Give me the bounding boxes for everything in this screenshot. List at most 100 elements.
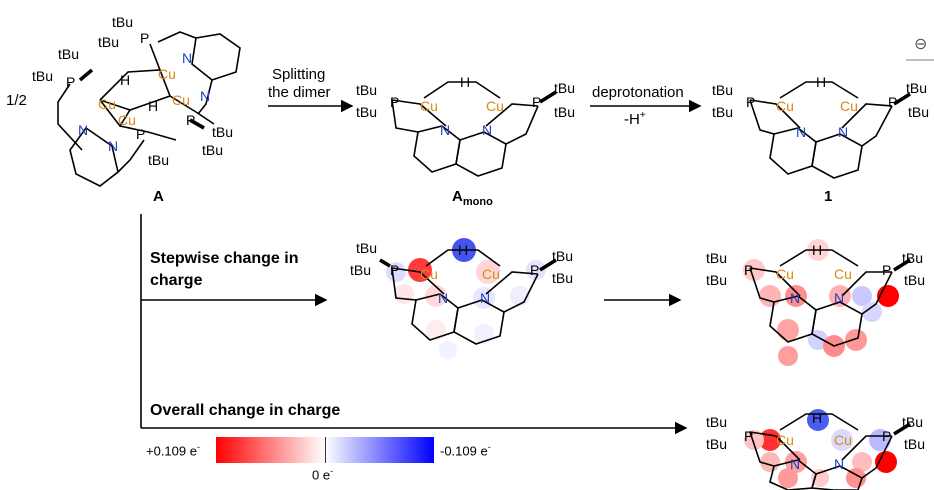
scale-zero-tick [325, 437, 326, 463]
atom-cu: Cu [420, 266, 438, 282]
atom-tbu: tBu [908, 104, 930, 120]
atom-p: P [888, 94, 898, 110]
atom-p: P [136, 126, 146, 142]
atom-p: P [882, 262, 892, 278]
atom-tbu: tBu [202, 142, 224, 158]
atom-h: H [816, 74, 827, 90]
atom-p: P [66, 74, 76, 90]
atom-p: P [744, 262, 754, 278]
atom-p: P [390, 262, 400, 278]
atom-tbu: tBu [350, 262, 372, 278]
atom-tbu: tBu [706, 436, 728, 452]
atom-tbu: tBu [706, 272, 728, 288]
atom-tbu: tBu [706, 250, 728, 266]
atom-p: P [530, 262, 540, 278]
atom-tbu: tBu [356, 82, 378, 98]
atom-h: H [460, 74, 471, 90]
scale-left-sup: - [196, 442, 200, 452]
scale-right-sup: - [487, 442, 491, 452]
atom-p: P [882, 428, 892, 444]
atom-h: H [812, 242, 823, 258]
atom-n: N [796, 124, 807, 140]
atom-h: H [458, 242, 469, 258]
atom-cu: Cu [776, 432, 794, 448]
atom-cu: Cu [486, 98, 504, 114]
deprotonation-label-line1: deprotonation [592, 84, 684, 101]
atom-cu: Cu [158, 66, 176, 82]
compound-Amono-sub: mono [462, 196, 493, 208]
atom-cu: Cu [834, 432, 852, 448]
atom-h: H [120, 72, 131, 88]
stepwise-charge-structure [379, 238, 557, 359]
stepwise-result-structure [743, 239, 911, 366]
atom-n: N [790, 456, 801, 472]
atom-tbu: tBu [906, 80, 928, 96]
scale-left-value: +0.109 e [146, 443, 197, 459]
atom-h: H [148, 98, 159, 114]
split-label-line2: the dimer [268, 84, 331, 101]
atom-p: P [140, 30, 150, 46]
atom-n: N [834, 290, 845, 306]
atom-tbu: tBu [212, 124, 234, 140]
atom-tbu: tBu [356, 240, 378, 256]
atom-n: N [440, 122, 451, 138]
atom-tbu: tBu [904, 436, 926, 452]
scale-zero-value: 0 e [312, 467, 331, 483]
atom-cu: Cu [776, 98, 794, 114]
atom-cu: Cu [98, 96, 116, 112]
atom-tbu: tBu [552, 270, 574, 286]
atom-cu: Cu [840, 98, 858, 114]
compound-A-label: A [153, 188, 164, 205]
compound-1-label: 1 [824, 188, 833, 205]
atom-tbu: tBu [706, 414, 728, 430]
deprotonation-minus-h: -H [624, 111, 640, 128]
compound-Amono-label: Amono [452, 188, 493, 208]
atom-cu: Cu [420, 98, 438, 114]
atom-n: N [480, 290, 491, 306]
atom-p: P [186, 112, 196, 128]
atom-n: N [200, 88, 211, 104]
atom-cu: Cu [482, 266, 500, 282]
atom-p: P [532, 94, 542, 110]
atom-tbu: tBu [902, 250, 924, 266]
atom-n: N [182, 50, 193, 66]
deprotonation-plus: + [639, 110, 646, 121]
scale-right-value: -0.109 e [440, 443, 488, 459]
atom-h: H [812, 410, 823, 426]
atom-tbu: tBu [902, 414, 924, 430]
monomer-structure-Amono [391, 81, 557, 177]
atom-p: P [390, 94, 400, 110]
atom-tbu: tBu [58, 46, 80, 62]
atom-cu: Cu [834, 266, 852, 282]
scale-zero-label: 0 e- [312, 466, 333, 482]
atom-n: N [834, 456, 845, 472]
overall-label: Overall change in charge [150, 402, 341, 419]
atom-cu: Cu [118, 112, 136, 128]
atom-n: N [790, 290, 801, 306]
atom-tbu: tBu [98, 34, 120, 50]
atom-tbu: tBu [904, 272, 926, 288]
atom-cu: Cu [776, 266, 794, 282]
atom-p: P [744, 428, 754, 444]
stepwise-label-line1: Stepwise change in [150, 250, 299, 267]
atom-n: N [838, 124, 849, 140]
atom-tbu: tBu [712, 104, 734, 120]
atom-tbu: tBu [356, 104, 378, 120]
atom-tbu: tBu [32, 68, 54, 84]
atom-n: N [482, 122, 493, 138]
atom-tbu: tBu [112, 14, 134, 30]
atom-n: N [438, 290, 449, 306]
stepwise-label-line2: charge [150, 272, 203, 289]
atom-tbu: tBu [552, 248, 574, 264]
half-coefficient: 1/2 [6, 92, 27, 109]
atom-tbu: tBu [712, 82, 734, 98]
deprotonation-label-line2: -H+ [624, 110, 646, 128]
atom-tbu: tBu [148, 152, 170, 168]
atom-cu: Cu [172, 92, 190, 108]
atom-tbu: tBu [554, 80, 576, 96]
compound-Amono-main: A [452, 188, 463, 205]
scale-left-label: +0.109 e- [146, 442, 200, 458]
scale-right-label: -0.109 e- [440, 442, 491, 458]
split-label-line1: Splitting [272, 66, 326, 83]
